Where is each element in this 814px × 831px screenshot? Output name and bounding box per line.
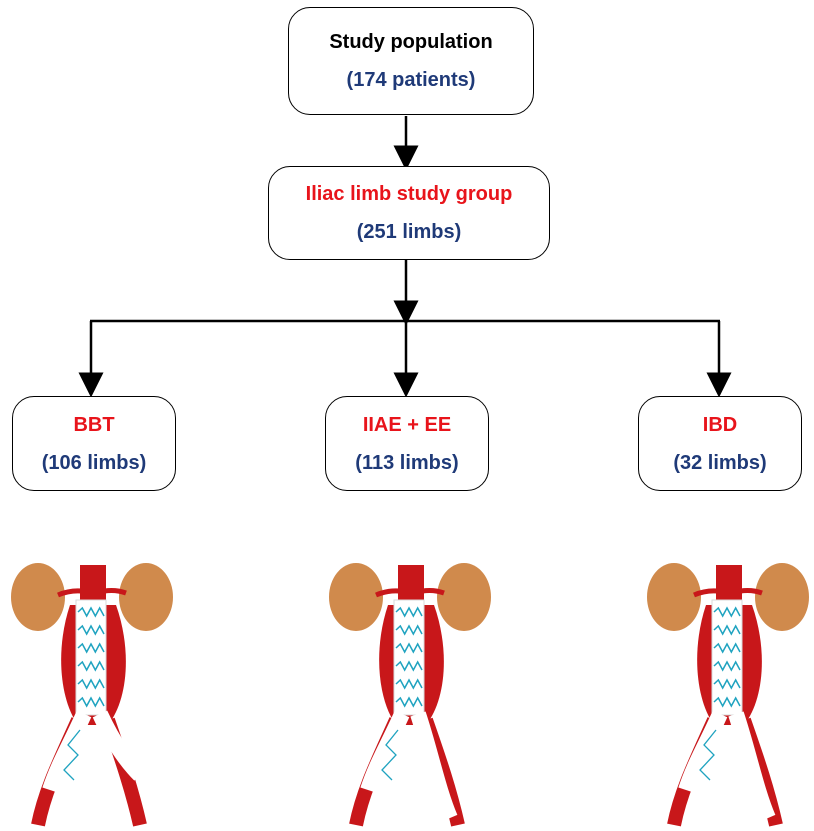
iiae-ee-box: IIAE + EE (113 limbs) (325, 396, 489, 491)
aorta-stent-graft-icon (329, 563, 491, 827)
study-population-count: (174 patients) (346, 69, 476, 91)
ibd-box: IBD (32 limbs) (638, 396, 802, 491)
iiae-ee-title: IIAE + EE (362, 413, 452, 436)
bbt-count: (106 limbs) (41, 451, 147, 474)
ibd-count: (32 limbs) (673, 451, 767, 474)
iiae-ee-count: (113 limbs) (355, 451, 459, 474)
study-population-title: Study population (329, 31, 493, 53)
aorta-stent-graft-icon (647, 563, 809, 827)
iliac-limb-group-count: (251 limbs) (356, 221, 462, 243)
bbt-box: BBT (106 limbs) (12, 396, 176, 491)
study-population-box: Study population (174 patients) (288, 7, 534, 115)
iliac-limb-group-box: Iliac limb study group (251 limbs) (268, 166, 550, 260)
bbt-title: BBT (73, 413, 115, 436)
aorta-stent-graft-icon (11, 563, 173, 827)
ibd-title: IBD (702, 413, 738, 436)
iliac-limb-group-title: Iliac limb study group (305, 183, 513, 205)
